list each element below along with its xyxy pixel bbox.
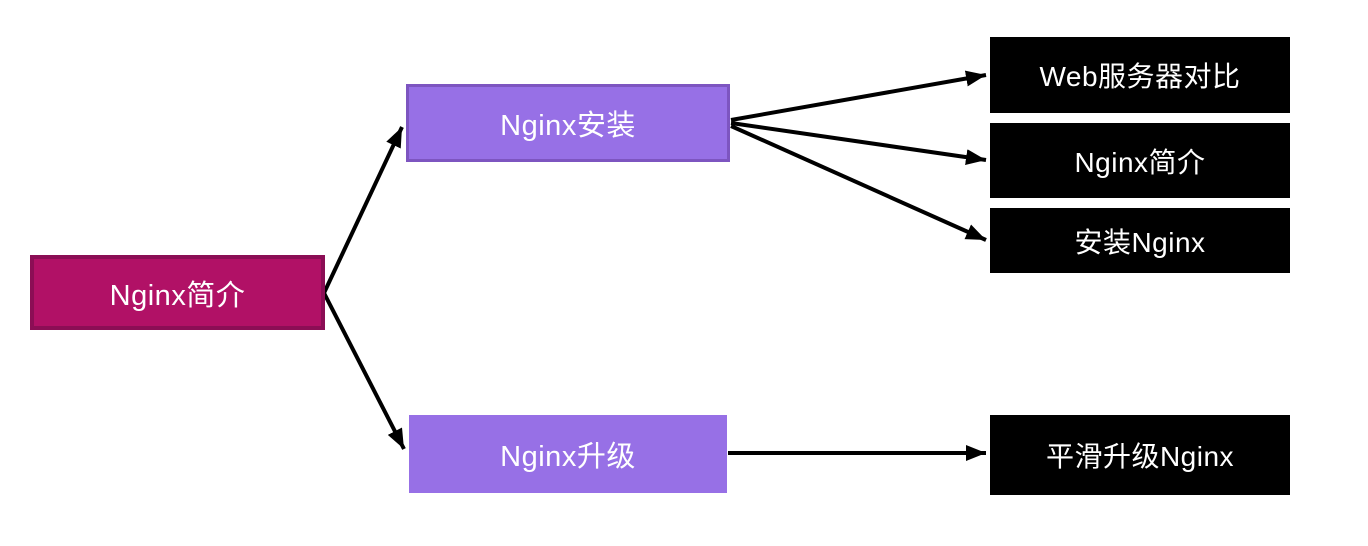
node-smooth-upgrade-nginx[interactable]: 平滑升级Nginx (990, 415, 1290, 495)
edge-install-to-install-nginx (730, 124, 987, 242)
node-install-nginx[interactable]: 安装Nginx (990, 208, 1290, 273)
edge-install-to-nginx-intro (730, 121, 987, 166)
node-nginx-intro-leaf[interactable]: Nginx简介 (990, 123, 1290, 198)
edge-install-to-webserver-compare (730, 70, 987, 122)
edge-root-to-install (322, 126, 404, 294)
node-nginx-upgrade[interactable]: Nginx升级 (409, 415, 727, 493)
node-webserver-compare[interactable]: Web服务器对比 (990, 37, 1290, 113)
edge-root-to-upgrade (322, 292, 406, 450)
node-nginx-intro-root[interactable]: Nginx简介 (30, 255, 325, 330)
node-nginx-install[interactable]: Nginx安装 (406, 84, 730, 162)
